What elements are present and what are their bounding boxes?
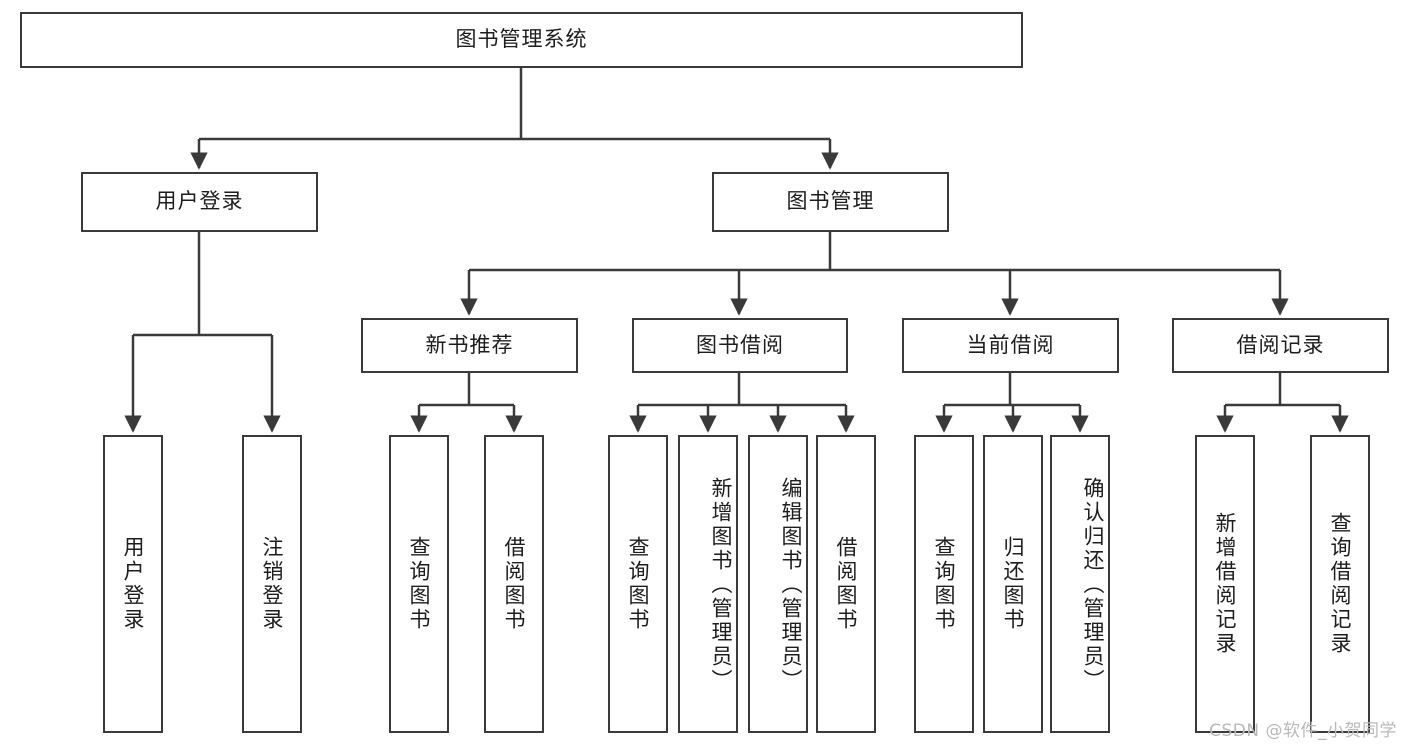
node-leaf-user-login[interactable]: 用户登录 xyxy=(103,435,163,733)
node-leaf-edit-book-label: 编辑图书（管理员） xyxy=(779,477,803,693)
node-leaf-query-record-label: 查询借阅记录 xyxy=(1328,512,1352,656)
node-leaf-edit-book[interactable]: 编辑图书（管理员） xyxy=(748,435,808,733)
node-leaf-return-book-label: 归还图书 xyxy=(1001,536,1025,632)
node-new-book-recommend[interactable]: 新书推荐 xyxy=(361,318,578,373)
node-leaf-return-book[interactable]: 归还图书 xyxy=(983,435,1043,733)
node-leaf-query-book-2-label: 查询图书 xyxy=(626,536,650,632)
node-leaf-borrow-book-2[interactable]: 借阅图书 xyxy=(816,435,876,733)
node-leaf-query-book-3[interactable]: 查询图书 xyxy=(914,435,974,733)
node-book-manage-label: 图书管理 xyxy=(786,189,875,214)
node-user-login[interactable]: 用户登录 xyxy=(81,172,318,232)
node-leaf-user-logout-label: 注销登录 xyxy=(260,536,284,632)
node-leaf-user-login-label: 用户登录 xyxy=(121,536,145,632)
node-leaf-add-record-label: 新增借阅记录 xyxy=(1213,512,1237,656)
node-current-borrow[interactable]: 当前借阅 xyxy=(902,318,1119,373)
node-leaf-confirm-return[interactable]: 确认归还（管理员） xyxy=(1050,435,1110,733)
node-leaf-query-book-3-label: 查询图书 xyxy=(932,536,956,632)
node-leaf-confirm-return-label: 确认归还（管理员） xyxy=(1081,477,1105,693)
node-new-book-recommend-label: 新书推荐 xyxy=(425,332,514,357)
node-current-borrow-label: 当前借阅 xyxy=(966,332,1055,357)
node-leaf-user-logout[interactable]: 注销登录 xyxy=(242,435,302,733)
node-leaf-borrow-book-1[interactable]: 借阅图书 xyxy=(484,435,544,733)
node-leaf-borrow-book-2-label: 借阅图书 xyxy=(834,536,858,632)
node-book-borrow-label: 图书借阅 xyxy=(696,332,784,357)
node-root[interactable]: 图书管理系统 xyxy=(20,12,1023,68)
node-leaf-add-book-label: 新增图书（管理员） xyxy=(709,477,733,693)
node-root-label: 图书管理系统 xyxy=(455,27,588,52)
node-borrow-record-label: 借阅记录 xyxy=(1236,332,1325,357)
node-leaf-borrow-book-1-label: 借阅图书 xyxy=(502,536,526,632)
node-leaf-add-record[interactable]: 新增借阅记录 xyxy=(1195,435,1255,733)
node-book-manage[interactable]: 图书管理 xyxy=(712,172,949,232)
node-borrow-record[interactable]: 借阅记录 xyxy=(1172,318,1389,373)
node-leaf-add-book[interactable]: 新增图书（管理员） xyxy=(678,435,738,733)
watermark-text: CSDN @软件_小贺同学 xyxy=(1209,721,1397,741)
node-user-login-label: 用户登录 xyxy=(155,189,244,214)
node-leaf-query-book-1[interactable]: 查询图书 xyxy=(389,435,449,733)
node-leaf-query-book-1-label: 查询图书 xyxy=(407,536,431,632)
node-leaf-query-record[interactable]: 查询借阅记录 xyxy=(1310,435,1370,733)
node-book-borrow[interactable]: 图书借阅 xyxy=(632,318,848,373)
node-leaf-query-book-2[interactable]: 查询图书 xyxy=(608,435,668,733)
